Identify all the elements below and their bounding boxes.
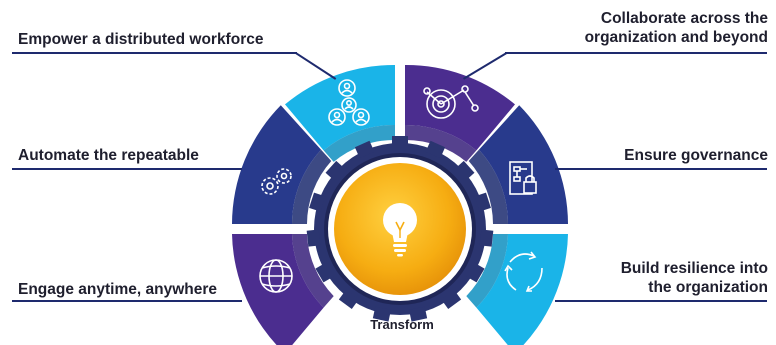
connector-line-engage — [12, 300, 242, 302]
label-collaborate: Collaborate across the organization and … — [585, 9, 768, 47]
flowchart-lock-icon — [509, 161, 537, 195]
label-collaborate-line1: Collaborate across the — [600, 10, 768, 27]
cycle-arrows-icon — [504, 251, 543, 292]
target-nodes-icon — [423, 85, 479, 119]
lightbulb-icon — [383, 203, 417, 257]
segment-empower — [285, 64, 395, 151]
segment-band — [323, 124, 395, 162]
label-empower: Empower a distributed workforce — [18, 31, 264, 48]
center-label: Transform — [370, 317, 434, 332]
segment-resilience — [476, 234, 568, 345]
label-resilience-line2: the organization — [648, 279, 768, 296]
segment-governance — [478, 105, 568, 224]
connector-line-collaborate — [505, 52, 767, 54]
label-resilience: Build resilience into the organization — [621, 259, 768, 297]
segment-band — [292, 234, 334, 308]
label-engage: Engage anytime, anywhere — [18, 281, 217, 298]
connector-line-empower — [12, 52, 297, 54]
segment-band — [405, 124, 477, 162]
label-governance: Ensure governance — [624, 147, 768, 164]
label-collaborate-line2: organization and beyond — [584, 29, 768, 46]
gears-icon — [261, 168, 292, 195]
connector-line-resilience — [555, 300, 767, 302]
segment-engage — [232, 234, 324, 345]
segment-collaborate — [405, 64, 515, 151]
label-automate: Automate the repeatable — [18, 147, 199, 164]
segment-band — [466, 234, 508, 308]
people-network-icon — [328, 79, 370, 126]
segment-band — [468, 149, 508, 224]
globe-icon — [259, 259, 293, 293]
connector-line-governance — [555, 168, 767, 170]
segment-band — [292, 149, 332, 224]
label-resilience-line1: Build resilience into — [620, 260, 768, 277]
connector-line-automate — [12, 168, 242, 170]
segment-automate — [232, 105, 322, 224]
